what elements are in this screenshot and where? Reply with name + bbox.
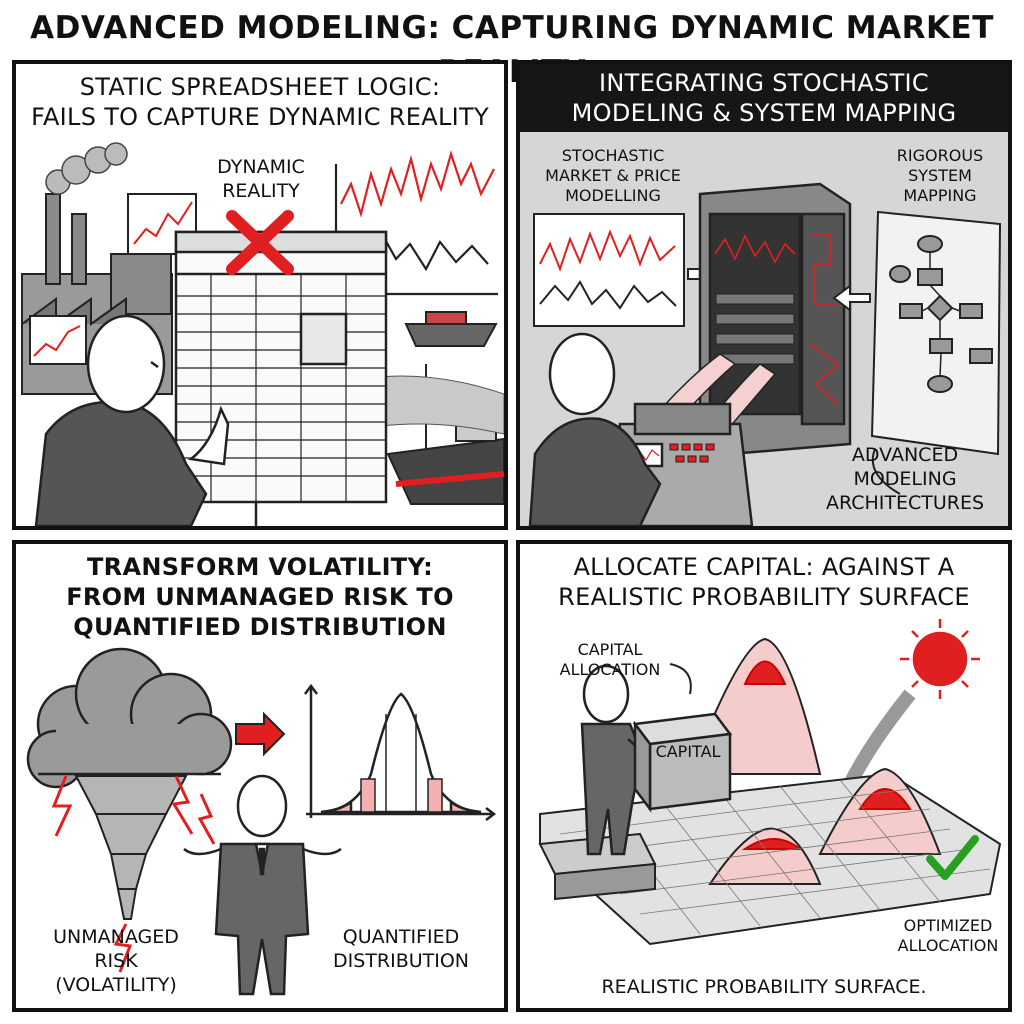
architectures-label-1: ADVANCED xyxy=(851,444,959,466)
risk-label-1: UNMANAGED xyxy=(53,926,179,948)
panel-title-line2: FROM UNMANAGED RISK TO xyxy=(66,583,454,611)
callout-arrow xyxy=(669,663,692,695)
dynamic-reality-label-1: DYNAMIC xyxy=(217,156,305,178)
architectures-label-3: ARCHITECTURES xyxy=(825,492,985,514)
lightning-icon xyxy=(51,775,216,973)
capital-illustration xyxy=(538,619,1002,946)
optimized-label-2: ALLOCATION xyxy=(897,936,999,955)
panel-title-line2: REALISTIC PROBABILITY SURFACE xyxy=(558,583,970,611)
stochastic-illustration xyxy=(520,132,1008,526)
panel-title-line1: INTEGRATING STOCHASTIC xyxy=(520,68,1008,98)
tornado-icon xyxy=(74,775,188,920)
distribution-label-2: DISTRIBUTION xyxy=(332,950,470,972)
mapping-label-2: SYSTEM xyxy=(908,166,972,185)
panel-title-line2: FAILS TO CAPTURE DYNAMIC REALITY xyxy=(31,103,489,131)
sun-icon xyxy=(900,619,980,699)
probability-surface xyxy=(539,637,1002,946)
capital-box-label: CAPITAL xyxy=(655,742,721,761)
red-x-icon xyxy=(226,210,294,275)
panel-title-line1: TRANSFORM VOLATILITY: xyxy=(87,553,433,581)
distribution-label-1: QUANTIFIED xyxy=(342,926,460,948)
panel-title-line1: ALLOCATE CAPITAL: AGAINST A xyxy=(573,553,955,581)
spreadsheet-window xyxy=(174,230,388,526)
panel-static-spreadsheet: STATIC SPREADSHEET LOGIC: FAILS TO CAPTU… xyxy=(12,60,508,530)
distribution-chart xyxy=(304,683,497,821)
arrow-left-icon xyxy=(832,284,871,312)
architectures-label-2: MODELING xyxy=(853,468,957,490)
stochastic-label-2: MARKET & PRICE xyxy=(545,166,681,185)
panel-title-line3: QUANTIFIED DISTRIBUTION xyxy=(73,613,447,641)
mapping-label-1: RIGOROUS xyxy=(896,146,984,165)
risk-label-3: (VOLATILITY) xyxy=(55,974,177,996)
main-title: ADVANCED MODELING: CAPTURING DYNAMIC MAR… xyxy=(30,10,994,90)
system-map-diagram xyxy=(870,210,1002,456)
callout-arrow xyxy=(871,448,901,495)
panel-transform-volatility: TRANSFORM VOLATILITY: FROM UNMANAGED RIS… xyxy=(12,540,508,1012)
panel-allocate-capital: ALLOCATE CAPITAL: AGAINST A REALISTIC PR… xyxy=(516,540,1012,1012)
capital-allocation-label-2: ALLOCATION xyxy=(559,660,661,679)
checkmark-icon xyxy=(926,835,979,880)
dynamic-reality-label-2: REALITY xyxy=(222,180,300,202)
capital-allocation-label-1: CAPITAL xyxy=(577,640,643,659)
server-tower xyxy=(698,182,852,456)
stochastic-label-1: STOCHASTIC xyxy=(561,146,665,165)
panel-stochastic-modeling: INTEGRATING STOCHASTIC MODELING & SYSTEM… xyxy=(516,60,1012,530)
mapping-label-3: MAPPING xyxy=(903,186,977,205)
optimized-label-1: OPTIMIZED xyxy=(903,916,993,935)
operator-man xyxy=(528,332,662,526)
static-illustration xyxy=(21,142,504,526)
businessman-shrug xyxy=(183,774,342,996)
transform-arrow-icon xyxy=(235,711,286,757)
capital-box xyxy=(632,712,733,813)
risk-label-2: RISK xyxy=(94,950,138,972)
stochastic-chart xyxy=(533,213,685,327)
smoke-icon xyxy=(45,142,128,195)
panel-title-line2: MODELING & SYSTEM MAPPING xyxy=(520,98,1008,128)
storm-cloud-icon xyxy=(26,647,233,789)
stochastic-label-3: MODELLING xyxy=(565,186,661,205)
surface-label: REALISTIC PROBABILITY SURFACE. xyxy=(601,976,927,998)
small-chart-bottom-left xyxy=(29,315,87,365)
frustrated-man xyxy=(34,314,230,526)
panel-title-line1: STATIC SPREADSHEET LOGIC: xyxy=(79,73,441,101)
volatility-illustration xyxy=(26,647,497,996)
cargo-ship-icon xyxy=(404,311,498,347)
